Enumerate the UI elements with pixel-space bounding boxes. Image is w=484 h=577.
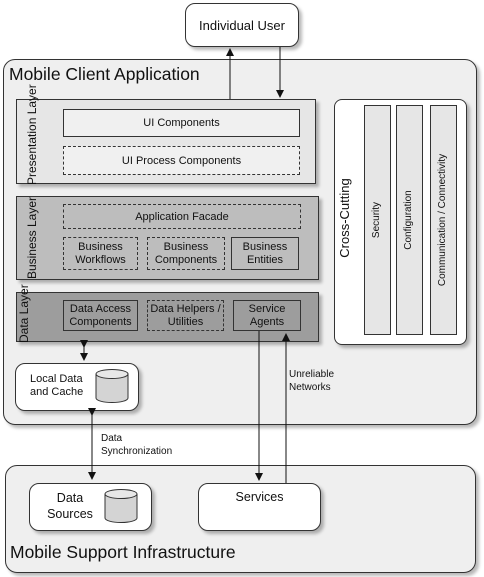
business-workflows: Business Workflows [63,237,138,270]
ui-process-components: UI Process Components [63,146,300,175]
individual-user-box: Individual User [185,3,299,47]
services-box: Services [198,483,321,531]
data-helpers-utilities: Data Helpers / Utilities [147,300,224,331]
data-layer-title: Data Layer [17,284,31,343]
database-icon [104,489,138,523]
configuration-label: Configuration [403,190,414,250]
business-components: Business Components [147,237,225,270]
data-access-components: Data Access Components [63,300,138,331]
database-icon [95,369,129,403]
data-synchronization-label: Data Synchronization [101,433,173,457]
communication-connectivity-column [430,105,457,335]
cross-cutting-title: Cross-Cutting [337,178,352,258]
configuration-column [396,105,423,335]
unreliable-networks-label: Unreliable Networks [289,369,335,393]
communication-connectivity-label: Communication / Connectivity [437,153,448,287]
presentation-layer-title: Presentation Layer [25,84,39,185]
application-facade: Application Facade [63,204,301,229]
data-sources-label: Data Sources [47,491,93,521]
security-column [364,105,391,335]
mobile-client-title: Mobile Client Application [9,64,200,84]
local-data-and-cache-label: Local Data and Cache [30,373,84,398]
individual-user-label: Individual User [199,17,285,33]
security-label: Security [371,201,382,239]
business-entities: Business Entities [231,237,299,270]
business-layer-title: Business Layer [25,196,39,280]
service-agents: Service Agents [233,300,301,331]
mobile-support-title: Mobile Support Infrastructure [10,542,236,562]
ui-components: UI Components [63,109,300,137]
